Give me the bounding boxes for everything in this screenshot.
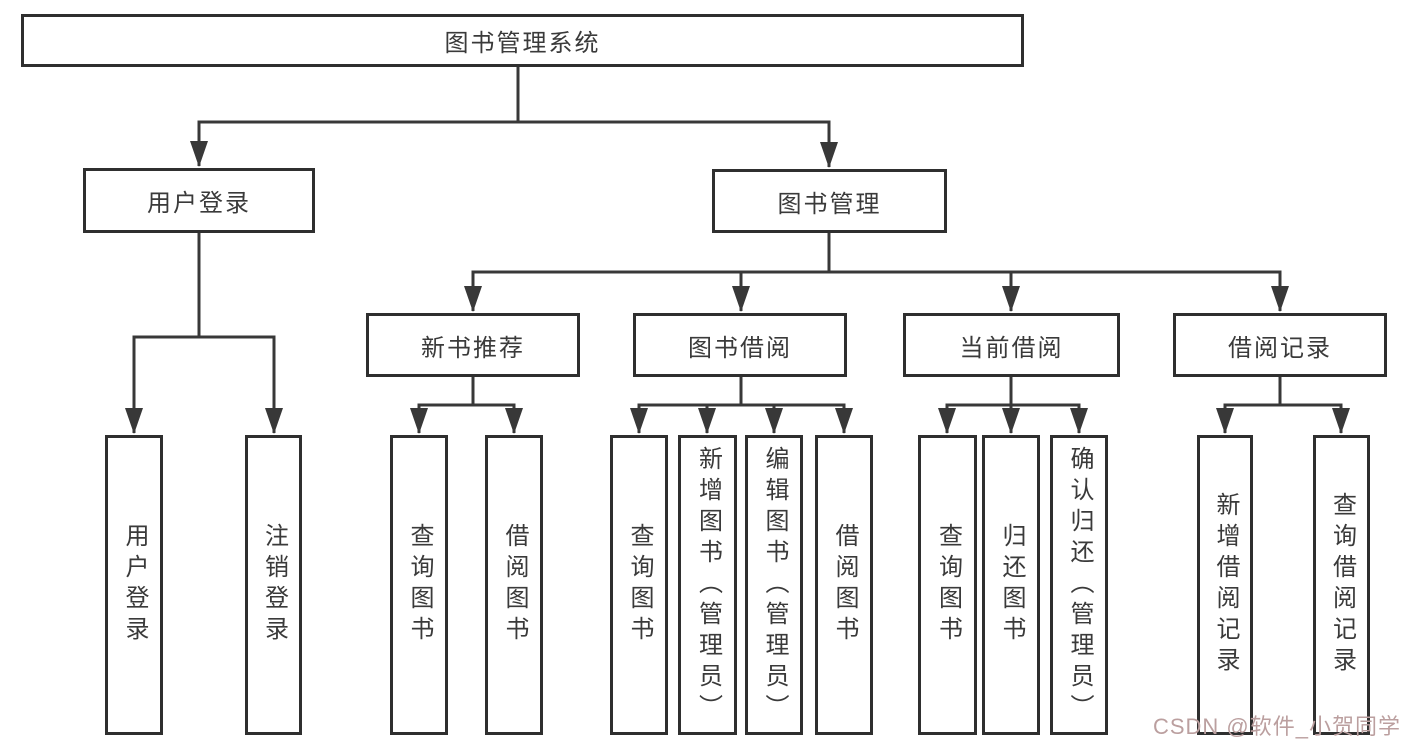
node-label: 查询借阅记录 bbox=[1328, 492, 1356, 678]
node-label: 查询图书 bbox=[934, 523, 962, 647]
leaf-return-books: 归还图书 bbox=[982, 435, 1040, 735]
node-label: 查询图书 bbox=[406, 523, 433, 647]
node-label: 图书管理系统 bbox=[444, 30, 601, 57]
node-label: 借阅记录 bbox=[1228, 334, 1332, 362]
node-user-login-branch: 用户登录 bbox=[83, 168, 315, 233]
node-label: 确认归还（管理员） bbox=[1066, 445, 1093, 725]
node-label: 图书管理 bbox=[777, 190, 882, 218]
node-new-book-recommendation: 新书推荐 bbox=[366, 313, 580, 377]
node-book-borrowing: 图书借阅 bbox=[633, 313, 847, 377]
node-label: 图书借阅 bbox=[688, 334, 792, 362]
leaf-query-borrow-record: 查询借阅记录 bbox=[1313, 435, 1370, 735]
leaf-add-books-admin: 新增图书（管理员） bbox=[678, 435, 737, 735]
leaf-confirm-return-admin: 确认归还（管理员） bbox=[1050, 435, 1108, 735]
node-label: 借阅图书 bbox=[831, 523, 858, 647]
node-label: 查询图书 bbox=[626, 523, 653, 647]
node-book-management-branch: 图书管理 bbox=[712, 169, 947, 233]
leaf-logout: 注销登录 bbox=[245, 435, 302, 735]
leaf-borrow-books: 借阅图书 bbox=[815, 435, 873, 735]
leaf-user-login: 用户登录 bbox=[105, 435, 163, 735]
leaf-edit-books-admin: 编辑图书（管理员） bbox=[745, 435, 803, 735]
node-borrowing-records: 借阅记录 bbox=[1173, 313, 1387, 377]
node-label: 用户登录 bbox=[147, 190, 251, 217]
leaf-add-borrow-record: 新增借阅记录 bbox=[1197, 435, 1253, 735]
node-label: 新增图书（管理员） bbox=[694, 445, 722, 725]
node-current-borrowing: 当前借阅 bbox=[903, 313, 1120, 377]
csdn-watermark: CSDN @软件_小贺同学 bbox=[1152, 714, 1401, 739]
node-label: 新增借阅记录 bbox=[1212, 492, 1239, 678]
leaf-query-books-borrowing: 查询图书 bbox=[610, 435, 668, 735]
node-label: 新书推荐 bbox=[421, 334, 525, 362]
node-label: 编辑图书（管理员） bbox=[761, 445, 788, 725]
node-label: 借阅图书 bbox=[501, 523, 528, 647]
node-label: 当前借阅 bbox=[959, 334, 1064, 362]
node-label: 归还图书 bbox=[998, 523, 1025, 647]
leaf-query-books-current: 查询图书 bbox=[918, 435, 977, 735]
node-library-management-system: 图书管理系统 bbox=[21, 14, 1024, 67]
node-label: 用户登录 bbox=[121, 523, 148, 647]
leaf-borrow-books-recommend: 借阅图书 bbox=[485, 435, 543, 735]
leaf-query-books-recommend: 查询图书 bbox=[390, 435, 448, 735]
node-label: 注销登录 bbox=[260, 523, 288, 647]
